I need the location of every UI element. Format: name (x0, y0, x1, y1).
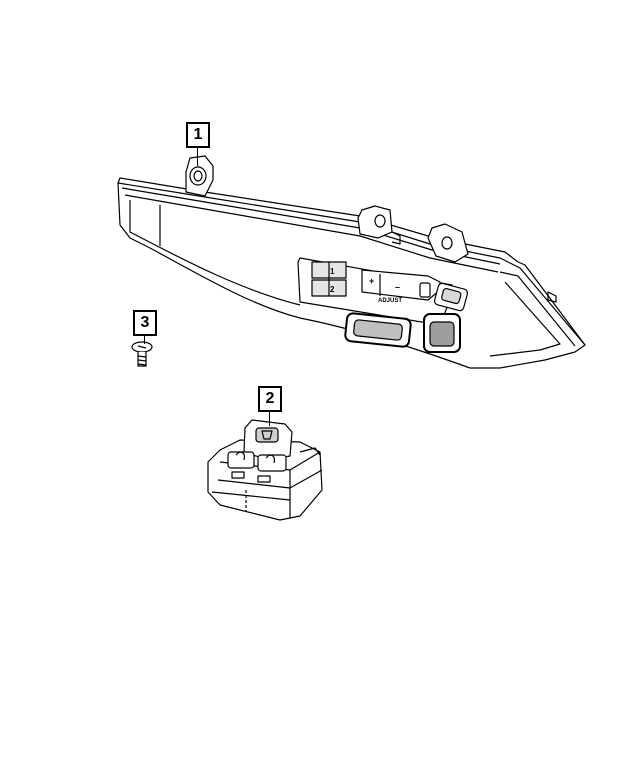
minus-label: – (395, 282, 400, 292)
callout-1: 1 (186, 122, 210, 148)
part-3-screw (131, 341, 153, 367)
memory-2-label: 2 (330, 285, 335, 294)
leader-line-1 (197, 148, 198, 166)
plus-label: + (369, 276, 374, 286)
part-2-switch-module (207, 419, 323, 521)
leader-line-2 (269, 412, 270, 426)
part-1-seat-trim-bezel (117, 155, 586, 369)
callout-3: 3 (133, 310, 157, 336)
adjust-label: ADJUST (378, 298, 402, 304)
memory-1-label: 1 (330, 267, 335, 276)
callout-2: 2 (258, 386, 282, 412)
leader-line-3 (144, 336, 145, 344)
